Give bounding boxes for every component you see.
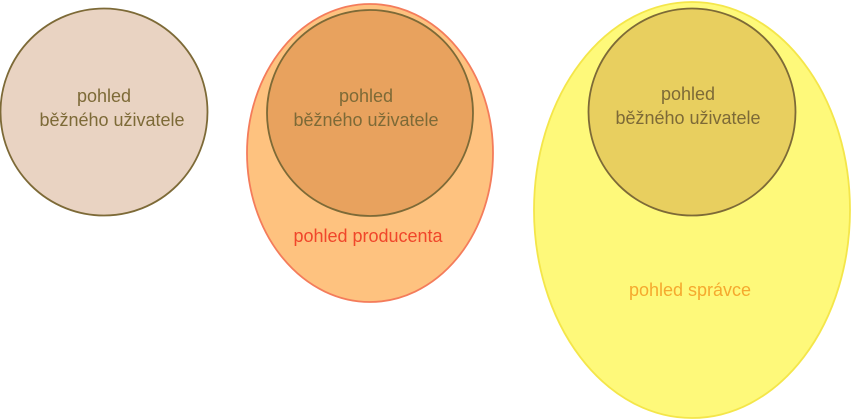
- admin-view-group: pohled běžného uživatele pohled správce: [533, 1, 851, 419]
- admin-view-label: pohled správce: [629, 280, 751, 300]
- admin-user-view-label-line2: běžného uživatele: [615, 108, 760, 128]
- user-view-circle: [0, 7, 209, 217]
- producer-view-label: pohled producenta: [293, 226, 443, 246]
- admin-user-view-label-line1: pohled: [661, 84, 715, 104]
- user-view-label-line1: pohled: [77, 86, 131, 106]
- producer-user-view-label-line2: běžného uživatele: [293, 110, 438, 130]
- producer-view-group: pohled běžného uživatele pohled producen…: [246, 3, 494, 303]
- producer-user-view-circle: [266, 9, 474, 217]
- user-view-group: pohled běžného uživatele: [0, 7, 209, 217]
- user-view-label-line2: běžného uživatele: [39, 110, 184, 130]
- producer-user-view-label-line1: pohled: [339, 86, 393, 106]
- admin-user-view-circle: [587, 7, 797, 217]
